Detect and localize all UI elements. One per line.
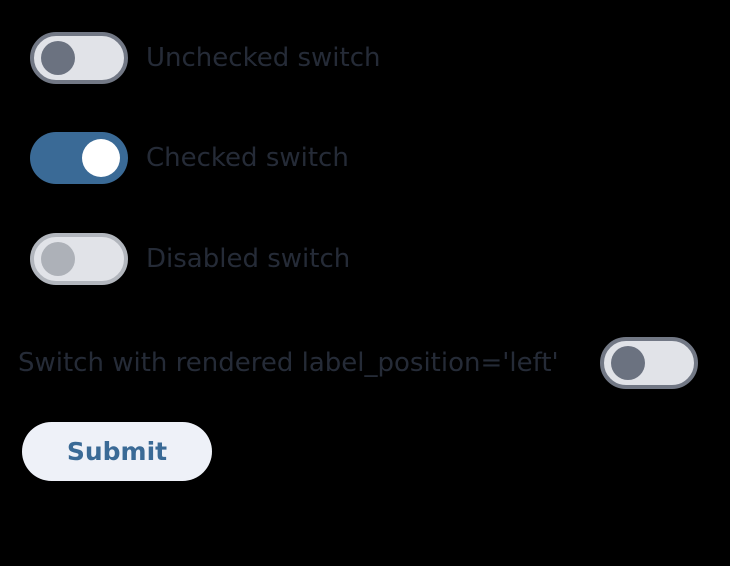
switch-thumb-icon [41, 41, 75, 75]
left-label-switch-label: Switch with rendered label_position='lef… [18, 348, 559, 378]
switch-row-disabled: Disabled switch [30, 229, 350, 289]
submit-button[interactable]: Submit [22, 422, 212, 481]
switch-thumb-icon [41, 242, 75, 276]
unchecked-switch-toggle[interactable] [30, 32, 128, 84]
switch-row-left-label: Switch with rendered label_position='lef… [18, 337, 712, 389]
unchecked-switch-label: Unchecked switch [146, 43, 381, 73]
checked-switch-toggle[interactable] [30, 132, 128, 184]
disabled-switch-label: Disabled switch [146, 244, 351, 274]
switch-thumb-icon [611, 346, 645, 380]
switch-row-checked: Checked switch [30, 128, 349, 188]
left-label-switch-toggle[interactable] [600, 337, 698, 389]
checked-switch-label: Checked switch [146, 143, 349, 173]
switch-row-unchecked: Unchecked switch [30, 28, 380, 88]
switch-thumb-icon [82, 139, 120, 177]
disabled-switch-toggle [30, 233, 128, 285]
